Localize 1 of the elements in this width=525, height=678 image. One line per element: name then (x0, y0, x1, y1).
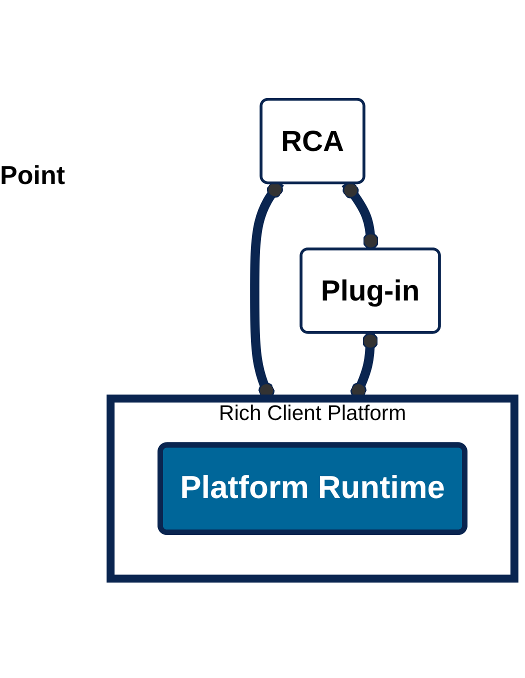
label-text: Point (0, 160, 65, 191)
